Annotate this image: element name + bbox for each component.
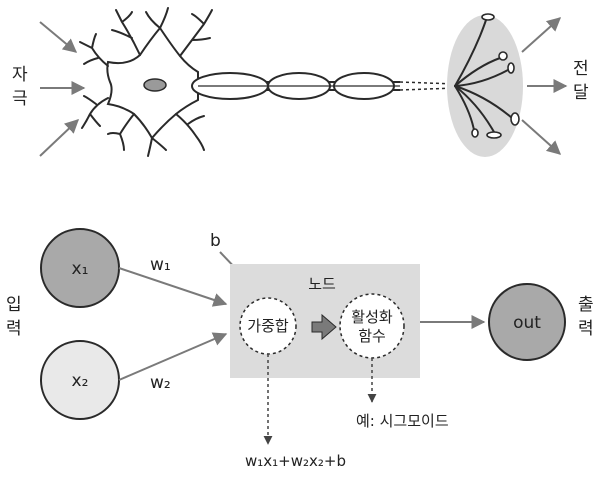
- node-title: 노드: [308, 275, 336, 293]
- output-node: [488, 283, 566, 361]
- stimulus-label-2: 극: [12, 89, 28, 109]
- stimulus-arrow-bottom: [39, 119, 80, 157]
- activation-label-2: 함수: [358, 327, 386, 345]
- weighted-sum-label: 가중합: [247, 317, 289, 335]
- transmit-label-2: 달: [573, 83, 589, 103]
- weight-arrow-w1: [118, 267, 228, 307]
- weight-w1-label: w₁: [150, 255, 171, 275]
- formula-label: w₁x₁+w₂x₂+b: [245, 452, 346, 470]
- artificial-neuron: 입 력 x₁ x₂ w₁ w₂ b 노드 가중합 활성화 함수 w₁x₁+w₂x…: [6, 228, 594, 470]
- bias-label: b: [210, 231, 221, 251]
- weight-w2-label: w₂: [150, 373, 171, 393]
- axon-terminals: [454, 19, 513, 133]
- synaptic-knobs: [471, 13, 520, 139]
- stimulus-label-1: 자: [12, 65, 28, 85]
- weight-arrow-w2: [118, 332, 228, 381]
- activation-circle: [339, 293, 405, 359]
- input-node-x1-label: x₁: [72, 259, 89, 279]
- dendrites: [79, 7, 213, 157]
- output-node-label: out: [513, 313, 541, 333]
- activation-example-label: 예: 시그모이드: [356, 412, 449, 430]
- input-side-label-2: 력: [6, 319, 22, 339]
- input-node-x2-label: x₂: [72, 371, 89, 391]
- biological-neuron: 자 극: [12, 7, 589, 157]
- axon-dashed-top: [399, 81, 456, 85]
- output-side-label-2: 력: [578, 319, 594, 339]
- output-side-label-1: 출: [578, 295, 594, 315]
- input-side-label-1: 입: [6, 295, 22, 315]
- nucleus: [143, 78, 167, 92]
- transmit-arrow-bottom: [521, 119, 562, 155]
- axon-terminal-area: [447, 15, 523, 157]
- axon-dashed-bottom: [399, 87, 456, 91]
- activation-label-1: 활성화: [351, 308, 393, 326]
- transmit-label-1: 전: [573, 59, 589, 79]
- process-arrow-icon: [311, 313, 337, 341]
- transmit-arrow-top: [521, 17, 562, 53]
- stimulus-arrow-top: [39, 21, 78, 53]
